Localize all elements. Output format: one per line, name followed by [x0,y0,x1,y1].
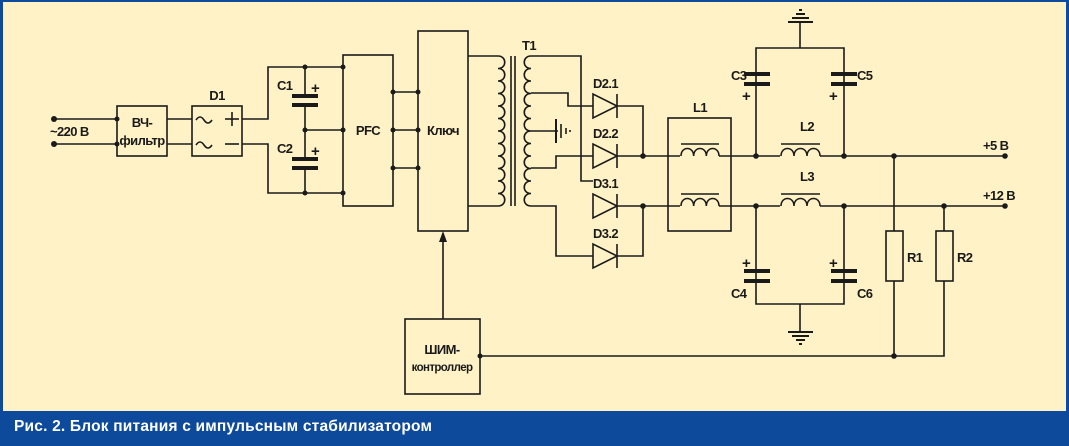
input-terminals: ~220 В [50,116,120,147]
ground-icon [555,119,571,143]
ground-icon-top [788,9,813,48]
inductor-l1: L1 [667,100,732,232]
diode-d3-1: D3.1 [592,176,619,220]
switch-block: Ключ [417,30,469,232]
schematic-canvas: ~220 В ВЧ- фильтр D1 [3,2,1066,411]
input-voltage-label: ~220 В [50,124,89,139]
r2-label: R2 [957,250,973,265]
hf-filter-label-1: ВЧ- [132,115,153,130]
figure-caption: Рис. 2. Блок питания с импульсным стабил… [14,418,433,435]
pfc-block: PFC [342,54,394,207]
capacitor-c4: C4 + [731,255,770,301]
ac-symbol-2 [195,141,213,149]
diode-d2-1: D2.1 [592,76,619,120]
svg-text:+: + [829,255,838,272]
l2-label: L2 [800,119,814,134]
l1-label: L1 [693,100,707,115]
c5-label: C5 [857,68,873,83]
capacitor-c3: C3 + [731,68,770,105]
output-terminal-12v [1002,203,1008,209]
capacitor-c6: C6 + [829,255,873,301]
transformer-t1: T1 [497,38,537,207]
svg-text:+: + [742,88,751,105]
c3-label: C3 [731,68,747,83]
output-5v-label: +5 В [983,138,1009,153]
svg-text:+: + [311,80,320,97]
capacitor-c5: C5 + [829,68,873,105]
d3-2-label: D3.2 [593,226,618,241]
schematic-diagram: ~220 В ВЧ- фильтр D1 [50,9,1016,395]
c6-label: C6 [857,286,873,301]
ground-icon-bottom [788,304,813,345]
capacitor-c1: C1 + [277,67,320,130]
resistor-r2: R2 [894,206,973,357]
ac-symbol-1 [195,116,213,124]
d3-1-label: D3.1 [593,176,618,191]
d2-1-label: D2.1 [593,76,618,91]
c1-label: C1 [277,78,293,93]
pwm-label-1: ШИМ- [424,342,459,357]
d2-2-label: D2.2 [593,126,618,141]
input-terminal-n [51,141,57,147]
diode-d2-2: D2.2 [592,126,619,170]
diode-d3-2: D3.2 [592,226,619,270]
switch-label: Ключ [427,123,459,138]
capacitor-c2: C2 + [277,130,320,193]
hf-filter-block: ВЧ- фильтр [116,105,168,157]
svg-text:+: + [311,143,320,160]
svg-text:+: + [829,88,838,105]
input-terminal-l [51,116,57,122]
l3-label: L3 [800,169,814,184]
inductor-l2: L2 [780,119,821,157]
c2-label: C2 [277,141,293,156]
output-terminal-5v [1002,153,1008,159]
r1-label: R1 [907,250,923,265]
pfc-label: PFC [356,123,381,138]
output-12v-label: +12 В [983,188,1015,203]
rectifier-bridge-d1: D1 [191,88,243,157]
pwm-label-2: контроллер [412,362,473,374]
hf-filter-label-2: фильтр [119,133,165,148]
c4-label: C4 [731,286,748,301]
inductor-l3: L3 [780,169,821,207]
resistor-r1: R1 [885,156,923,356]
d1-label: D1 [209,88,225,103]
pwm-controller-block: ШИМ- контроллер [404,318,481,395]
svg-text:+: + [742,255,751,272]
t1-label: T1 [522,38,536,53]
arrow-up-icon [439,231,447,242]
